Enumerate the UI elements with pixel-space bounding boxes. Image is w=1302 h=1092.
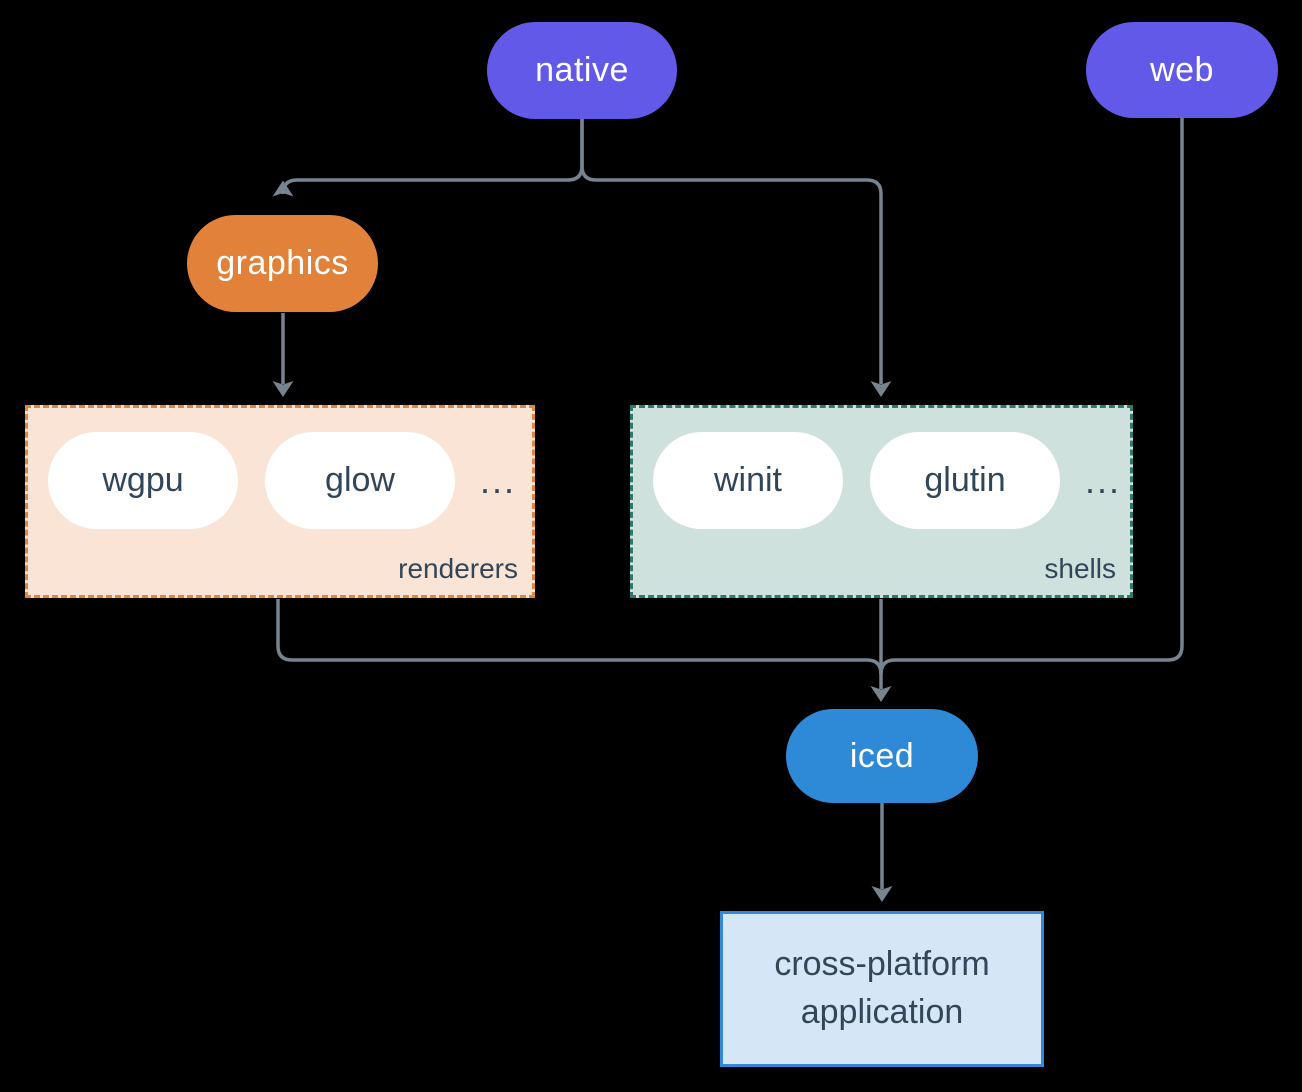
edge-native-to-shells bbox=[580, 119, 892, 397]
shells-ellipsis: ... bbox=[1084, 459, 1121, 501]
group-renderers: wgpu glow ... renderers bbox=[25, 405, 535, 598]
edge-native-to-graphics bbox=[272, 119, 584, 197]
node-graphics-label: graphics bbox=[216, 244, 349, 282]
shells-group-label: shells bbox=[1044, 553, 1116, 584]
node-web: web bbox=[1086, 22, 1278, 118]
group-shells: winit glutin ... shells bbox=[630, 405, 1133, 598]
node-glow-label: glow bbox=[325, 461, 395, 499]
node-winit-label: winit bbox=[713, 461, 783, 499]
node-iced: iced bbox=[786, 709, 978, 803]
node-glutin: glutin bbox=[870, 432, 1060, 529]
node-winit: winit bbox=[653, 432, 843, 529]
edge-renderers-to-merge bbox=[276, 599, 883, 675]
application-label-line2: application bbox=[800, 993, 964, 1031]
application-label-line1: cross-platform bbox=[774, 945, 990, 984]
node-graphics: graphics bbox=[187, 215, 378, 312]
node-web-label: web bbox=[1150, 50, 1214, 89]
node-cross-platform-application: cross-platform application bbox=[720, 911, 1044, 1067]
node-glow: glow bbox=[265, 432, 455, 529]
renderers-group-label: renderers bbox=[398, 553, 518, 584]
node-wgpu: wgpu bbox=[48, 432, 238, 529]
node-iced-label: iced bbox=[849, 736, 915, 775]
node-wgpu-label: wgpu bbox=[102, 461, 184, 499]
node-native-label: native bbox=[535, 51, 629, 89]
renderers-ellipsis: ... bbox=[479, 459, 516, 501]
node-glutin-label: glutin bbox=[924, 461, 1006, 499]
node-native: native bbox=[487, 22, 677, 119]
